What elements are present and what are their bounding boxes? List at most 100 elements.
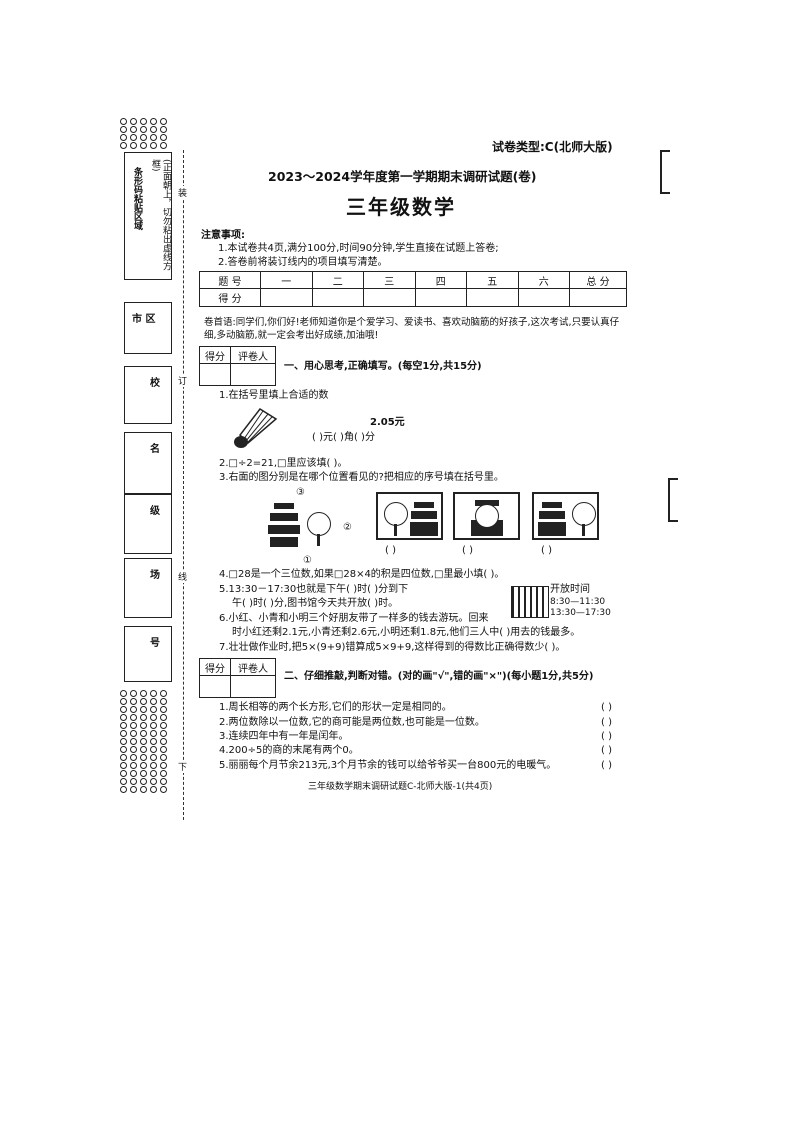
view-picture-b bbox=[453, 492, 520, 540]
binding-hole bbox=[150, 770, 157, 777]
field-exam-room[interactable] bbox=[124, 558, 172, 618]
barcode-notice: (正面朝上，切勿粘出虚线方框) bbox=[150, 159, 171, 271]
field-label-school: 校 bbox=[150, 378, 160, 389]
judge-answer-3[interactable]: ( ) bbox=[601, 731, 612, 742]
field-label-exam-room: 场 bbox=[150, 570, 160, 581]
binding-hole bbox=[120, 730, 127, 737]
binding-hole bbox=[140, 706, 147, 713]
score-cell[interactable] bbox=[466, 288, 519, 307]
binding-hole bbox=[120, 762, 127, 769]
binding-hole bbox=[150, 730, 157, 737]
score-cell[interactable] bbox=[260, 288, 313, 307]
binding-hole bbox=[150, 778, 157, 785]
field-city-district[interactable] bbox=[124, 302, 172, 354]
binding-hole bbox=[130, 738, 137, 745]
binding-hole bbox=[120, 754, 127, 761]
pagoda-icon bbox=[268, 501, 300, 547]
view-picture-c bbox=[532, 492, 599, 540]
cut-mark-top: 装 bbox=[178, 186, 188, 199]
field-label-name: 名 bbox=[150, 444, 160, 455]
grader-score-label: 得分 bbox=[199, 346, 231, 364]
notes-title: 注意事项: bbox=[201, 230, 245, 241]
q6-text-b[interactable]: 时小红还剩2.1元,小青还剩2.6元,小明还剩1.8元,他们三人中( )用去的钱… bbox=[232, 627, 581, 638]
binding-hole bbox=[130, 770, 137, 777]
binding-hole bbox=[120, 714, 127, 721]
cut-mark-mid: 订 bbox=[178, 374, 188, 387]
binding-hole bbox=[160, 746, 167, 753]
score-cell[interactable] bbox=[311, 288, 364, 307]
binding-hole bbox=[160, 770, 167, 777]
q3-blank-a[interactable]: ( ) bbox=[385, 545, 396, 556]
binding-hole bbox=[120, 778, 127, 785]
binding-hole bbox=[120, 786, 127, 793]
field-name[interactable] bbox=[124, 432, 172, 494]
paper-type: 试卷类型:C(北师大版) bbox=[492, 140, 613, 154]
q3-blank-b[interactable]: ( ) bbox=[462, 545, 473, 556]
barcode-area: (正面朝上，切勿粘出虚线方框) 条形码粘贴区域 bbox=[124, 152, 172, 280]
binding-hole bbox=[120, 698, 127, 705]
binding-hole bbox=[120, 118, 127, 125]
binding-holes-bottom bbox=[120, 690, 168, 793]
binding-hole bbox=[120, 738, 127, 745]
score-cell[interactable] bbox=[517, 288, 570, 307]
binding-hole bbox=[150, 126, 157, 133]
field-school[interactable] bbox=[124, 366, 172, 424]
judge-answer-2[interactable]: ( ) bbox=[601, 717, 612, 728]
judge-answer-4[interactable]: ( ) bbox=[601, 745, 612, 756]
judge-item-2: 2.两位数除以一位数,它的商可能是两位数,也可能是一位数。 bbox=[219, 717, 485, 728]
score-cell[interactable] bbox=[414, 288, 467, 307]
grader-score-cell[interactable] bbox=[199, 675, 231, 698]
binding-hole bbox=[150, 118, 157, 125]
binding-hole bbox=[140, 770, 147, 777]
score-header-cell: 六 bbox=[517, 271, 570, 289]
score-header-cell: 总 分 bbox=[569, 271, 627, 289]
q1-price: 2.05元 bbox=[370, 417, 405, 428]
judge-answer-5[interactable]: ( ) bbox=[601, 760, 612, 771]
score-header-cell: 一 bbox=[260, 271, 313, 289]
field-grade[interactable] bbox=[124, 494, 172, 554]
judge-item-4: 4.200÷5的商的末尾有两个0。 bbox=[219, 745, 359, 756]
q7-text[interactable]: 7.壮壮做作业时,把5×(9+9)错算成5×9+9,这样得到的得数比正确得数少(… bbox=[219, 642, 566, 653]
binding-hole bbox=[150, 714, 157, 721]
grader-box-1: 得分评卷人 bbox=[199, 346, 276, 386]
binding-hole bbox=[140, 714, 147, 721]
corner-mark-mid bbox=[668, 478, 678, 522]
library-building-icon bbox=[511, 586, 549, 618]
binding-hole bbox=[130, 714, 137, 721]
q6-text-a: 6.小红、小青和小明三个好朋友带了一样多的钱去游玩。回来 bbox=[219, 613, 489, 624]
q5-text-a[interactable]: 5.13:30－17:30也就是下午( )时( )分到下 bbox=[219, 584, 409, 595]
note-1: 1.本试卷共4页,满分100分,时间90分钟,学生直接在试题上答卷; bbox=[218, 243, 499, 254]
q1-answer[interactable]: ( )元( )角( )分 bbox=[312, 432, 375, 443]
binding-hole bbox=[160, 706, 167, 713]
field-seat-number[interactable] bbox=[124, 626, 172, 682]
binding-hole bbox=[160, 698, 167, 705]
cut-mark-mid2: 线 bbox=[178, 570, 188, 583]
q2-text[interactable]: 2.□÷2=21,□里应该填( )。 bbox=[219, 458, 348, 469]
grader-score-cell[interactable] bbox=[199, 363, 231, 386]
subject-title: 三年级数学 bbox=[346, 195, 456, 219]
judge-answer-1[interactable]: ( ) bbox=[601, 702, 612, 713]
field-label-grade: 级 bbox=[150, 506, 160, 517]
q3-mark-3: ③ bbox=[296, 487, 305, 498]
score-header-cell: 五 bbox=[466, 271, 519, 289]
binding-hole bbox=[150, 722, 157, 729]
corner-mark-top bbox=[660, 150, 670, 194]
score-table-header-row: 题 号 一 二 三 四 五 六 总 分 bbox=[199, 271, 627, 289]
q3-text: 3.右面的图分别是在哪个位置看见的?把相应的序号填在括号里。 bbox=[219, 472, 504, 483]
score-table-score-row: 得 分 bbox=[199, 288, 627, 307]
binding-hole bbox=[140, 142, 147, 149]
binding-hole bbox=[140, 746, 147, 753]
score-cell[interactable] bbox=[363, 288, 416, 307]
grader-reviewer-cell[interactable] bbox=[230, 363, 276, 386]
q3-blank-c[interactable]: ( ) bbox=[541, 545, 552, 556]
score-cell[interactable] bbox=[569, 288, 627, 307]
grader-reviewer-cell[interactable] bbox=[230, 675, 276, 698]
binding-holes-top bbox=[120, 118, 168, 149]
binding-hole bbox=[160, 730, 167, 737]
cut-mark-bottom: 下 bbox=[178, 760, 188, 773]
q4-text[interactable]: 4.□28是一个三位数,如果□28×4的积是四位数,□里最小填( )。 bbox=[219, 569, 505, 580]
q5-text-b[interactable]: 午( )时( )分,图书馆今天共开放( )时。 bbox=[232, 598, 399, 609]
binding-hole bbox=[130, 730, 137, 737]
judge-item-5: 5.丽丽每个月节余213元,3个月节余的钱可以给爷爷买一台800元的电暖气。 bbox=[219, 760, 557, 771]
binding-hole bbox=[130, 118, 137, 125]
